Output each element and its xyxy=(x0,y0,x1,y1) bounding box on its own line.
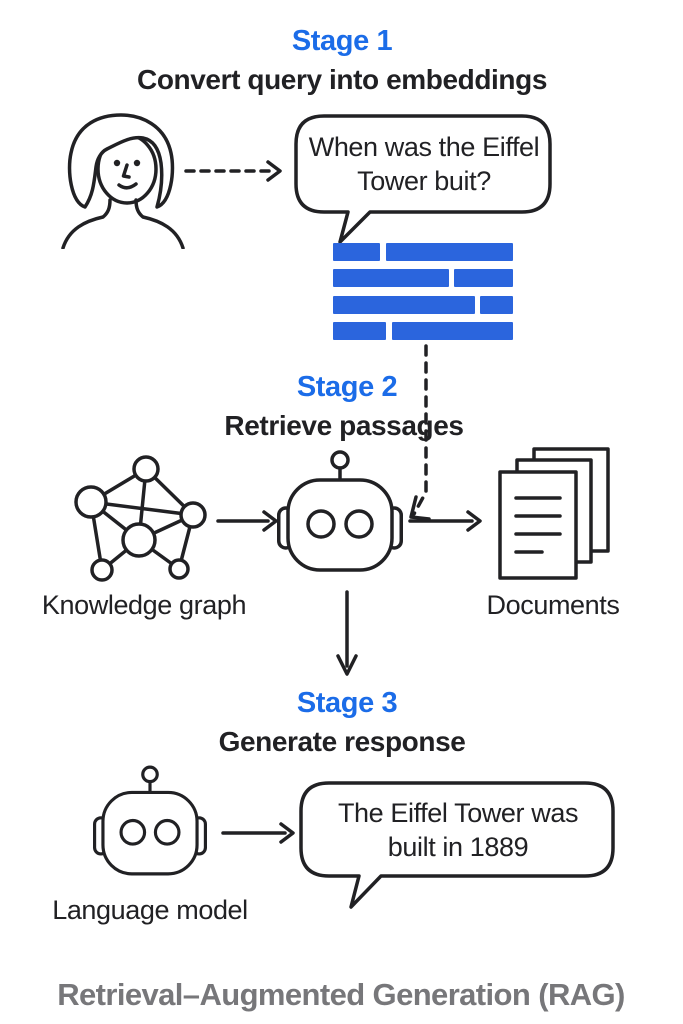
embedding-bar xyxy=(333,269,449,288)
language-model-robot-icon xyxy=(93,765,207,876)
knowledge-graph-label: Knowledge graph xyxy=(41,590,247,620)
response-bubble: The Eiffel Tower was built in 1889 xyxy=(299,781,617,911)
embedding-bar xyxy=(454,269,513,288)
embedding-row xyxy=(333,295,513,314)
user-icon xyxy=(61,113,185,249)
embedding-row xyxy=(333,243,513,261)
kg-to-robot-arrow xyxy=(216,510,278,532)
speech-bubble-icon xyxy=(299,781,615,909)
query-dashed-arrow xyxy=(184,160,282,182)
stage2-title: Retrieve passages xyxy=(224,410,464,441)
embedding-bar xyxy=(333,321,386,340)
query-bubble-text: When was the Eiffel Tower buit? xyxy=(308,132,540,196)
robot-to-documents-arrow xyxy=(408,510,482,532)
language-model-label: Language model xyxy=(52,895,248,925)
embedding-bar xyxy=(386,243,513,261)
lm-to-response-arrow xyxy=(221,822,295,844)
embeddings-to-robot-dashed-arrow xyxy=(409,344,431,521)
embedding-bar xyxy=(392,321,513,340)
stage3-title: Generate response xyxy=(218,726,466,757)
robot-icon xyxy=(277,450,403,572)
embedding-bar xyxy=(333,243,380,261)
response-bubble-text: The Eiffel Tower was built in 1889 xyxy=(337,797,579,862)
query-bubble: When was the Eiffel Tower buit? xyxy=(294,114,554,246)
stage3-label: Stage 3 xyxy=(296,687,398,719)
documents-label: Documents xyxy=(486,590,620,620)
knowledge-graph-icon xyxy=(74,455,207,582)
embedding-row xyxy=(333,321,513,340)
documents-icon xyxy=(498,447,610,580)
embedding-blocks-icon xyxy=(333,243,513,340)
embedding-bar xyxy=(480,295,513,314)
stage1-title: Convert query into embeddings xyxy=(137,64,547,95)
speech-bubble-icon xyxy=(294,114,552,244)
diagram-caption: Retrieval–Augmented Generation (RAG) xyxy=(57,977,625,1012)
embedding-row xyxy=(333,269,513,288)
stage2-label: Stage 2 xyxy=(296,371,398,403)
embedding-bar xyxy=(333,295,475,314)
stage1-label: Stage 1 xyxy=(291,25,393,57)
robot-to-stage3-arrow xyxy=(336,590,358,676)
